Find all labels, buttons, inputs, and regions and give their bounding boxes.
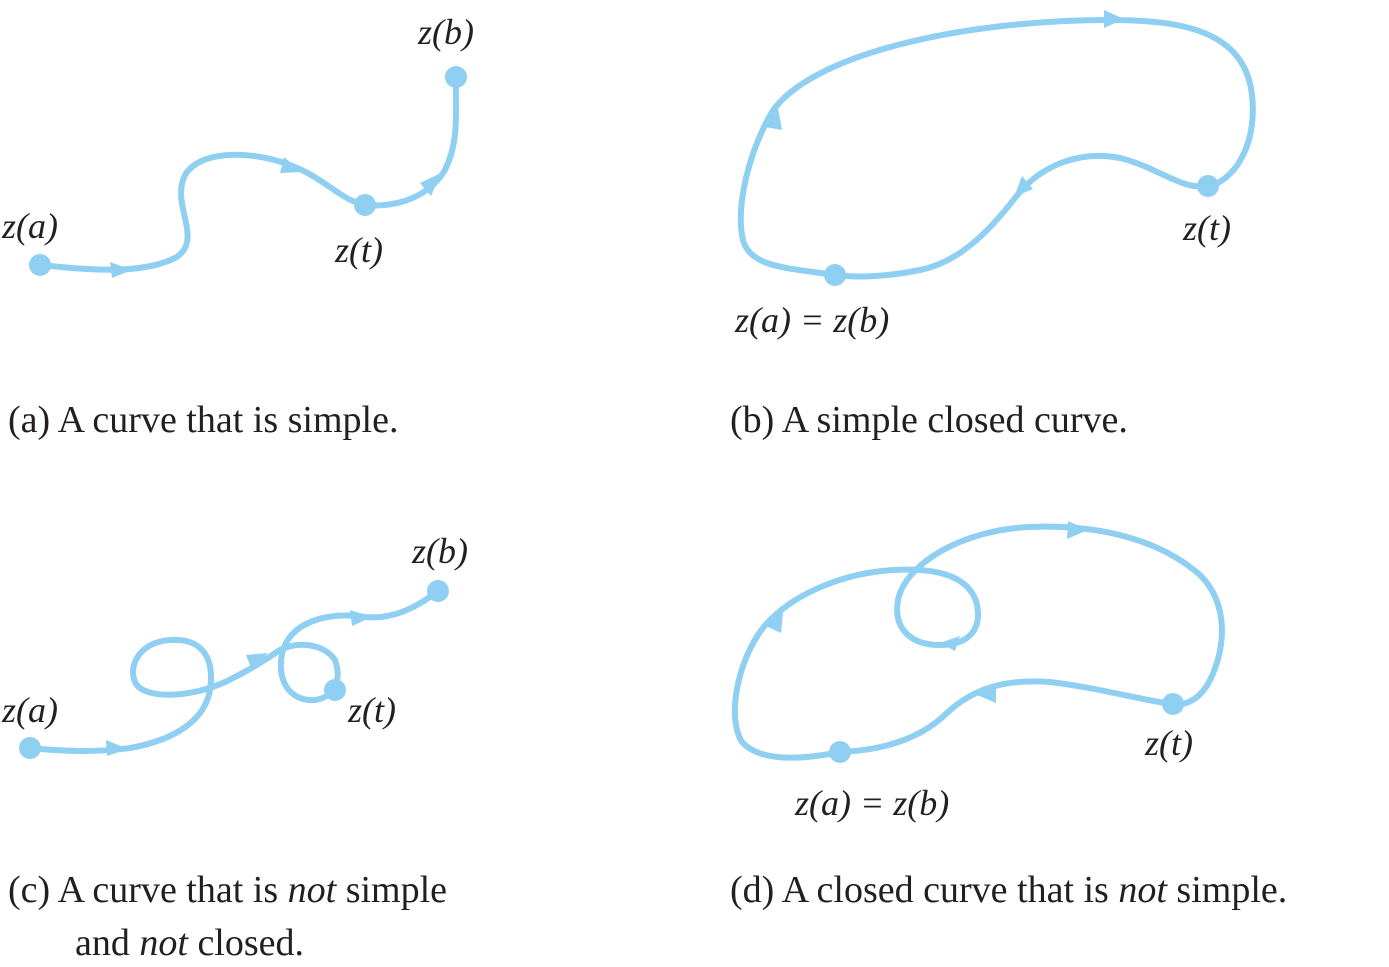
panel-c-point-end — [427, 580, 449, 602]
panel-b-caption: (b) A simple closed curve. — [730, 399, 1128, 441]
panel-a-point-end — [445, 66, 467, 88]
panel-d-arrow-4 — [977, 686, 996, 703]
panel-a-arrow-2 — [280, 157, 302, 173]
panel-c-arrow-1 — [106, 740, 128, 756]
panel-a-point-mid — [354, 194, 376, 216]
panel-d-arrow-2 — [1067, 521, 1088, 539]
panel-b-label-mid: z(t) — [1182, 208, 1231, 248]
panel-d-arrow-1 — [766, 612, 783, 633]
panel-d-curve — [731, 523, 1225, 761]
panel-c-label-start: z(a) — [1, 690, 58, 730]
panel-b: z(a) = z(b) z(t) (b) A simple closed cur… — [730, 10, 1256, 441]
panel-c-caption-line2: and not closed. — [75, 922, 304, 964]
panel-c-point-start — [19, 737, 41, 759]
panel-b-arrow-2 — [1104, 10, 1124, 28]
panel-c: z(a) z(t) z(b) (c) A curve that is not s… — [1, 531, 468, 964]
panel-a-arrow-1 — [110, 262, 132, 278]
panel-b-curve — [737, 17, 1256, 280]
panel-a-label-end: z(b) — [417, 12, 474, 52]
panel-a-curve — [37, 74, 460, 273]
panel-a-point-start — [29, 254, 51, 276]
panel-b-label-start-end: z(a) = z(b) — [734, 300, 889, 340]
panel-a-arrow-3 — [420, 173, 441, 196]
panel-d-point-start-end — [829, 741, 851, 763]
panel-c-label-end: z(b) — [411, 531, 468, 571]
panel-d-caption: (d) A closed curve that is not simple. — [730, 869, 1287, 911]
panel-c-curve — [27, 588, 441, 754]
panel-c-arrow-2 — [246, 653, 268, 670]
panel-d-label-start-end: z(a) = z(b) — [794, 783, 949, 823]
panel-c-caption-line1: (c) A curve that is not simple — [8, 869, 447, 911]
panel-a-label-mid: z(t) — [334, 230, 383, 270]
panel-d: z(a) = z(b) z(t) (d) A closed curve that… — [730, 521, 1287, 911]
panel-a-label-start: z(a) — [1, 206, 58, 246]
panel-d-label-mid: z(t) — [1144, 723, 1193, 763]
panel-b-arrow-3 — [1014, 176, 1033, 197]
panel-b-point-mid — [1197, 175, 1219, 197]
panel-b-point-start-end — [824, 264, 846, 286]
panel-b-arrow-1 — [765, 108, 782, 130]
panel-c-arrow-3 — [350, 610, 372, 626]
panel-d-arrow-3 — [940, 636, 960, 651]
panel-a-caption: (a) A curve that is simple. — [8, 399, 398, 441]
panel-a: z(a) z(t) z(b) (a) A curve that is simpl… — [1, 12, 474, 441]
panel-c-point-mid — [324, 679, 346, 701]
panel-d-point-mid — [1162, 693, 1184, 715]
panel-c-label-mid: z(t) — [347, 690, 396, 730]
